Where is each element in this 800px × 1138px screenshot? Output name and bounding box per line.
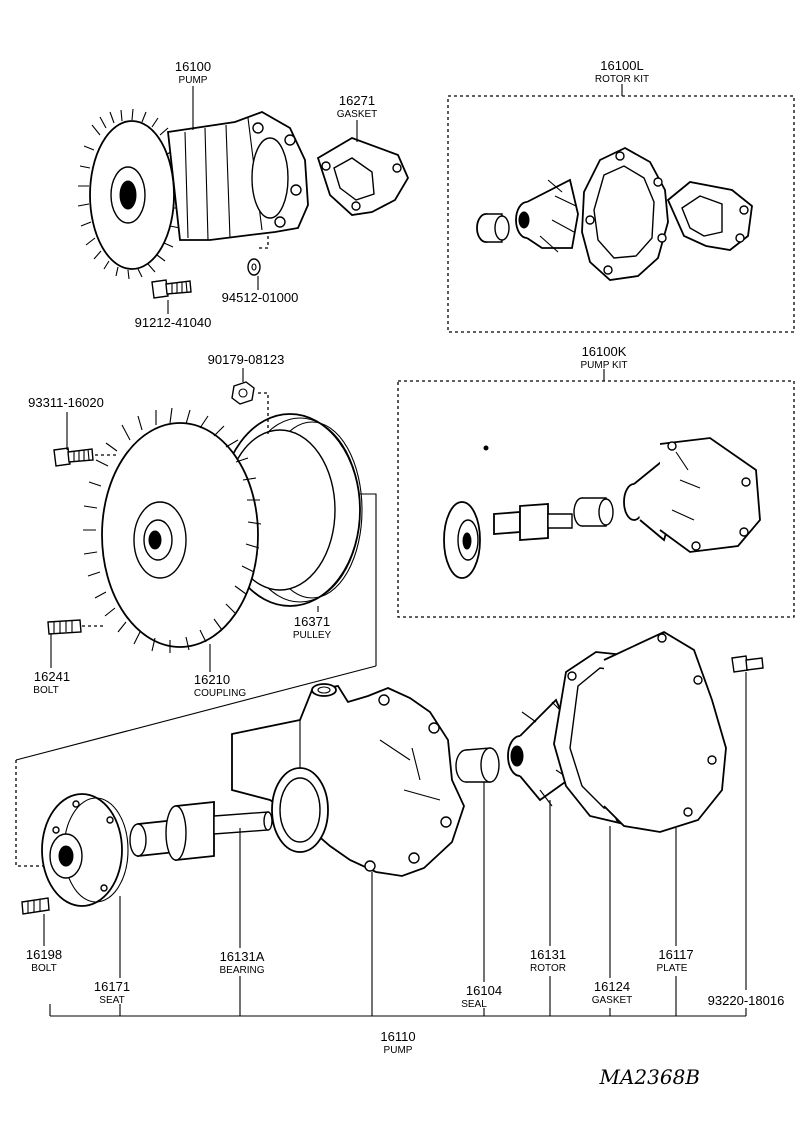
callout-number: 16131 (530, 947, 566, 962)
callout-16131A: 16131A BEARING (219, 949, 264, 976)
callout-16171: 16171 SEAT (94, 979, 130, 1006)
callout-16100-top: 16100 PUMP (175, 59, 211, 86)
bolt-91212-illustration (151, 279, 192, 299)
callout-93220: 93220-18016 (708, 993, 785, 1008)
callout-number: 91212-41040 (135, 315, 212, 330)
callout-number: 16100 (175, 59, 211, 74)
callout-label: PUMP (179, 75, 208, 86)
callout-label: PUMP KIT (580, 360, 627, 371)
coupling-pulley-illustration (15, 381, 377, 867)
rotor-kit-box (447, 84, 795, 333)
callout-label: SEAL (461, 999, 487, 1010)
callout-label: BOLT (33, 685, 58, 696)
callout-16371: 16371 PULLEY (293, 614, 332, 641)
callout-16117: 16117 PLATE (657, 947, 694, 974)
callout-number: 16210 (194, 672, 230, 687)
gasket-16271-illustration (316, 137, 410, 216)
callout-label: PLATE (657, 963, 688, 974)
fan-coupling-top (77, 108, 185, 280)
pump-kit-box (397, 369, 795, 618)
callout-label: PULLEY (293, 630, 332, 641)
callout-number: 94512-01000 (222, 290, 299, 305)
callout-93311: 93311-16020 (28, 395, 104, 410)
callout-16241: 16241 BOLT (33, 669, 70, 696)
callout-number: 16100K (582, 344, 627, 359)
callout-16198: 16198 BOLT (26, 947, 62, 974)
callout-16104: 16104 SEAL (461, 983, 502, 1010)
callout-label: BOLT (31, 963, 56, 974)
callout-label: COUPLING (194, 688, 246, 699)
callout-number: 16124 (594, 979, 630, 994)
callout-label: ROTOR KIT (595, 74, 649, 85)
callout-16131: 16131 ROTOR (530, 947, 566, 974)
callout-number: 16171 (94, 979, 130, 994)
callout-number: 16198 (26, 947, 62, 962)
callout-number: 16241 (34, 669, 70, 684)
callout-label: GASKET (337, 109, 378, 120)
callout-label: GASKET (592, 995, 633, 1006)
callout-16124: 16124 GASKET (592, 979, 633, 1006)
callout-number: 16271 (339, 93, 375, 108)
callout-label: PUMP (384, 1045, 413, 1056)
drawing-code: MA2368B (598, 1065, 700, 1089)
leader-lines (43, 86, 747, 1017)
callout-label: BEARING (219, 965, 264, 976)
callout-90179: 90179-08123 (208, 352, 285, 367)
callout-16110: 16110 PUMP (380, 1029, 415, 1056)
callout-label: SEAT (99, 995, 124, 1006)
callout-16271: 16271 GASKET (337, 93, 378, 120)
pump-assembly-illustration (77, 108, 309, 299)
callout-number: 16371 (294, 614, 330, 629)
callout-16100L: 16100L ROTOR KIT (595, 58, 649, 85)
callout-number: 93220-18016 (708, 993, 785, 1008)
callout-number: 90179-08123 (208, 352, 285, 367)
callout-number: 16104 (466, 983, 502, 998)
callout-label: ROTOR (530, 963, 566, 974)
callout-number: 16100L (600, 58, 643, 73)
callout-number: 93311-16020 (28, 395, 104, 410)
callout-number: 16117 (658, 947, 693, 962)
callout-number: 16110 (380, 1029, 415, 1044)
callout-91212: 91212-41040 (135, 315, 212, 330)
callout-16100K: 16100K PUMP KIT (580, 344, 627, 371)
callout-16210: 16210 COUPLING (194, 672, 246, 699)
exploded-pump-illustration (21, 630, 764, 915)
callout-94512: 94512-01000 (222, 290, 299, 305)
callout-number: 16131A (220, 949, 265, 964)
